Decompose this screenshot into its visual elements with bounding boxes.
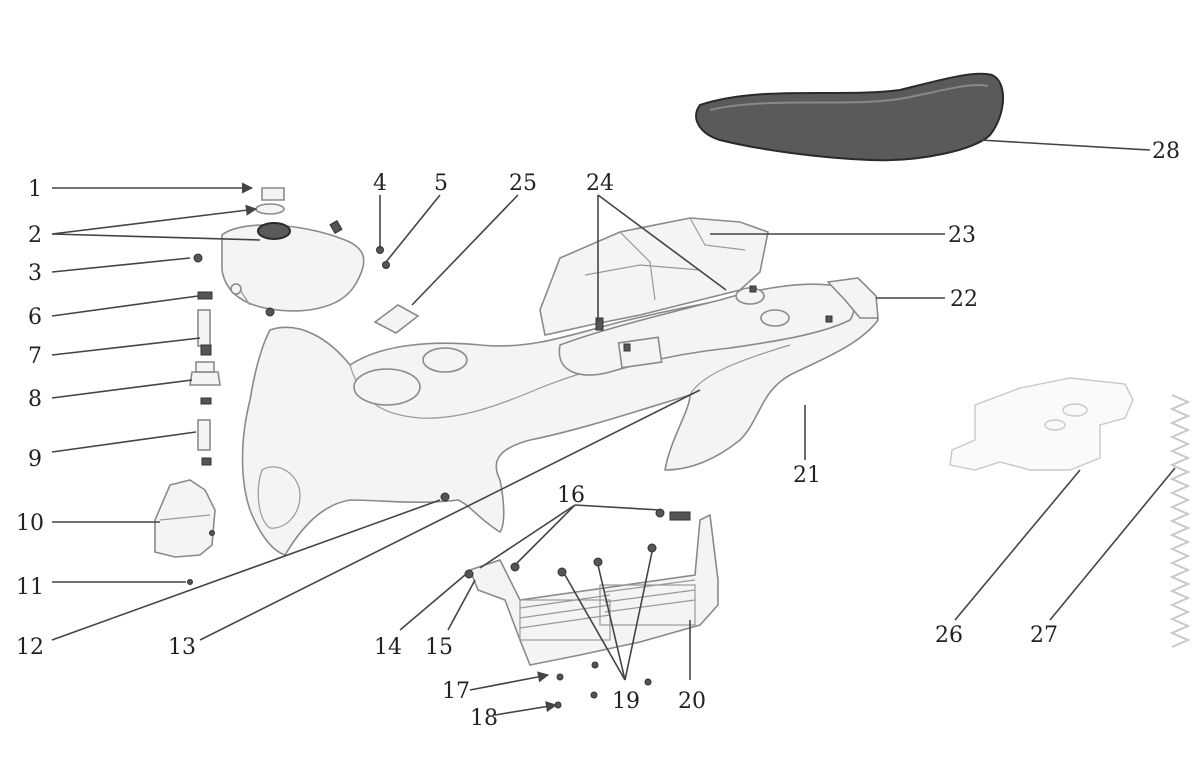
label-tag xyxy=(373,304,420,334)
callout-15: 15 xyxy=(425,635,453,660)
callout-2: 2 xyxy=(28,223,42,248)
callout-3: 3 xyxy=(28,261,42,286)
spring-strip xyxy=(1169,394,1191,648)
fuel-valve-assembly xyxy=(189,309,221,466)
body-bolts xyxy=(440,285,833,502)
seat xyxy=(695,72,1005,162)
callout-26: 26 xyxy=(935,623,963,648)
tank-hardware xyxy=(193,219,390,300)
callout-27: 27 xyxy=(1030,623,1058,648)
callout-7: 7 xyxy=(28,344,42,369)
callout-20: 20 xyxy=(678,689,706,714)
footrest xyxy=(464,508,719,709)
callout-10: 10 xyxy=(16,511,44,536)
rear-bracket xyxy=(826,277,879,319)
callout-23: 23 xyxy=(948,223,976,248)
callout-13: 13 xyxy=(168,635,196,660)
callout-25: 25 xyxy=(509,171,537,196)
headlight-cover xyxy=(154,479,216,585)
main-body-fender xyxy=(241,289,879,556)
fuel-tank xyxy=(221,222,365,317)
callout-labels: 1 2 3 4 5 6 7 8 9 10 11 12 13 14 15 16 1… xyxy=(16,139,1180,731)
callout-17: 17 xyxy=(442,679,470,704)
callout-22: 22 xyxy=(950,287,978,312)
callout-19: 19 xyxy=(612,689,640,714)
callout-11: 11 xyxy=(16,575,44,600)
callout-8: 8 xyxy=(28,387,42,412)
callout-24: 24 xyxy=(586,171,614,196)
callout-18: 18 xyxy=(470,706,498,731)
callout-6: 6 xyxy=(28,305,42,330)
callout-16: 16 xyxy=(557,483,585,508)
fuel-cap xyxy=(255,187,285,215)
callout-4: 4 xyxy=(373,171,387,196)
callout-1: 1 xyxy=(28,177,42,202)
callout-9: 9 xyxy=(28,447,42,472)
callout-14: 14 xyxy=(374,635,402,660)
battery-tray xyxy=(949,377,1134,471)
callout-28: 28 xyxy=(1152,139,1180,164)
callout-5: 5 xyxy=(434,171,448,196)
callout-21: 21 xyxy=(793,463,821,488)
callout-12: 12 xyxy=(16,635,44,660)
leader-lines xyxy=(51,139,1176,716)
